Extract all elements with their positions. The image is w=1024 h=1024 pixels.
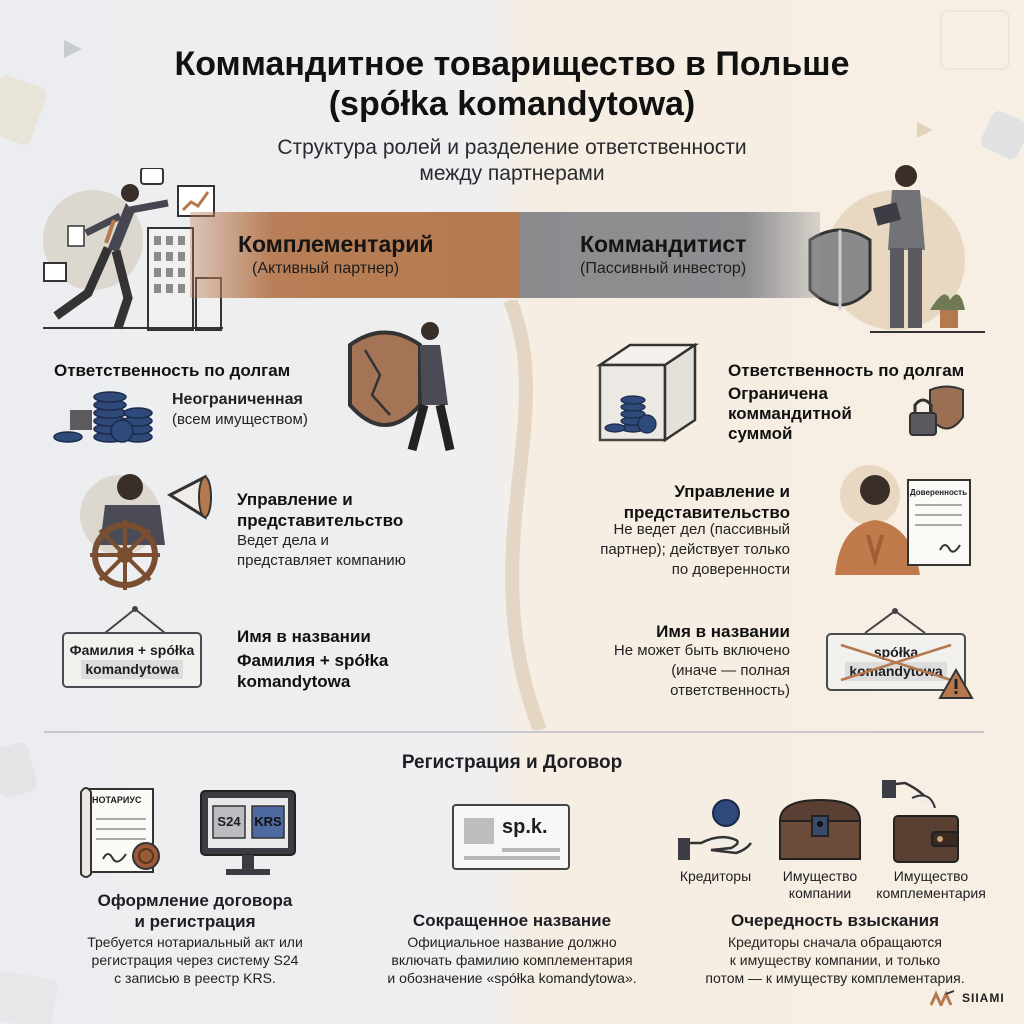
registration-col3-heading: Очередность взыскания xyxy=(730,911,940,930)
treasure-chest-icon xyxy=(778,798,862,860)
sign-hanger xyxy=(864,608,926,634)
coin-stacks-icon xyxy=(53,391,153,443)
registration-col1-text: Требуется нотариальный акт или регистрац… xyxy=(87,934,303,986)
left-management-text: Ведет дела и представляет компанию xyxy=(237,532,406,569)
registration-col2-heading: Сокращенное название xyxy=(412,911,612,930)
left-name-text: Фамилия + spółka komandytowa xyxy=(237,651,389,691)
creditors-label: Кредиторы xyxy=(679,868,752,884)
role-title: Коммандитист xyxy=(580,231,747,257)
right-liability-heading: Ответственность по долгам xyxy=(728,361,965,380)
decor-triangle xyxy=(917,122,933,138)
card-abbreviation: sp.k. xyxy=(502,816,548,838)
notary-document-icon xyxy=(80,787,160,878)
center-divider-wave xyxy=(503,300,547,730)
business-card-icon: sp.k. xyxy=(452,804,570,870)
right-name-heading: Имя в названии xyxy=(656,622,790,641)
cracked-shield-icon xyxy=(348,322,455,452)
passive-investor-illustration xyxy=(808,165,985,333)
brand-mark-icon xyxy=(930,990,955,1006)
left-liability-heading: Ответственность по долгам xyxy=(54,361,291,380)
cross-out-icon xyxy=(840,643,952,682)
brand-name: SIIAMI xyxy=(962,991,1005,1005)
lock-shield-icon xyxy=(909,385,964,436)
registration-col1-heading: Оформление договора и регистрация xyxy=(97,891,293,931)
role-note: (Пассивный инвестор) xyxy=(580,260,747,277)
role-title: Комплементарий xyxy=(238,231,434,257)
sign-hanger xyxy=(104,606,166,634)
section-divider xyxy=(44,731,984,733)
ship-wheel-megaphone-icon xyxy=(80,474,212,590)
right-name-text: Не может быть включено (иначе — полная о… xyxy=(613,642,790,699)
right-management-text: Не ведет дел (пассивный партнер); действ… xyxy=(600,521,790,578)
left-liability-note: (всем имуществом) xyxy=(172,411,308,428)
hand-wallet-icon xyxy=(882,780,959,863)
right-management-heading: Управление и представительство xyxy=(623,482,790,522)
registration-section-title: Регистрация и Договор xyxy=(401,752,623,773)
left-liability-value: Неограниченная xyxy=(172,391,303,408)
company-assets-label: Имущество компании xyxy=(782,868,858,901)
brand-logo: SIIAMI xyxy=(930,990,1005,1006)
decor-shape xyxy=(0,970,59,1024)
warning-icon xyxy=(938,668,974,699)
active-partner-illustration xyxy=(43,168,223,331)
creditor-hand-coin-icon xyxy=(678,799,753,860)
power-of-attorney-doc-label: Доверенность xyxy=(910,488,968,497)
left-name-heading: Имя в названии xyxy=(237,627,371,646)
notary-doc-label: НОТАРИУС xyxy=(92,795,142,805)
screen-s24-label: S24 xyxy=(217,814,241,829)
screen-krs-label: KRS xyxy=(254,814,282,829)
registration-col2-text: Официальное название должно включать фам… xyxy=(387,934,637,986)
role-note: (Активный партнер) xyxy=(252,260,400,277)
page-title: Коммандитное товарищество в Польше (spół… xyxy=(174,45,850,123)
general-partner-assets-label: Имущество комплементария xyxy=(876,868,986,901)
page-subtitle: Структура ролей и разделение ответственн… xyxy=(277,136,747,185)
role-banner-general-partner: Комплементарий (Активный партнер) xyxy=(190,212,520,298)
monitor-icon xyxy=(200,790,296,875)
decor-shape xyxy=(940,10,1010,70)
role-banner-limited-partner: Коммандитист (Пассивный инвестор) xyxy=(520,212,820,298)
decor-triangle xyxy=(64,40,82,58)
person-with-power-of-attorney-icon xyxy=(835,465,971,575)
left-management-heading: Управление и представительство xyxy=(237,490,404,530)
glass-box-coins-icon xyxy=(595,342,700,443)
right-liability-text: Ограничена коммандитной суммой xyxy=(728,384,852,443)
company-name-sign: Фамилия + spółka komandytowa xyxy=(62,632,202,688)
registration-col3-text: Кредиторы сначала обращаются к имуществу… xyxy=(705,934,965,986)
